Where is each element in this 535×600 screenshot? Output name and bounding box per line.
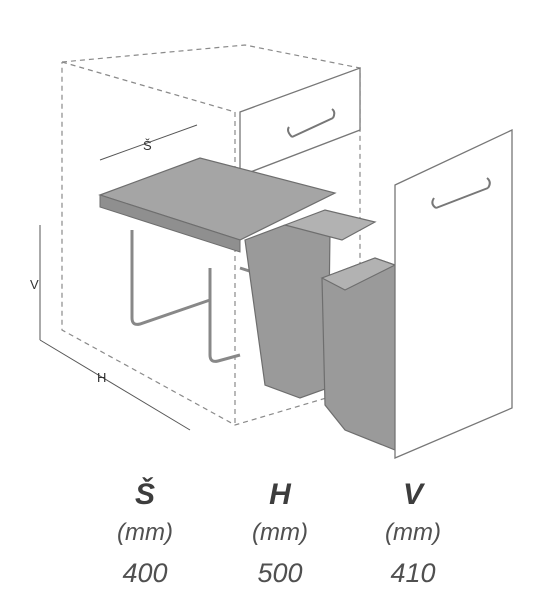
- dimension-code: Š: [134, 478, 155, 511]
- dimension-column-height: V (mm) 410: [363, 478, 463, 590]
- dimension-value: 400: [122, 558, 168, 588]
- dimension-code: V: [402, 478, 423, 511]
- waste-bins: [244, 209, 397, 451]
- dimension-unit: (mm): [252, 519, 308, 546]
- dimension-unit: (mm): [385, 519, 441, 546]
- bin-lid: [98, 157, 337, 253]
- dimension-column-width: Š (mm) 400: [95, 478, 195, 590]
- dimension-unit: (mm): [117, 519, 173, 546]
- dimension-value: 500: [257, 558, 303, 588]
- top-drawer: [239, 67, 361, 177]
- dimension-code: H: [269, 478, 291, 511]
- dimension-lines: [39, 124, 198, 431]
- dim-label-width: Š: [143, 138, 152, 153]
- dim-label-depth: H: [97, 370, 106, 385]
- dim-label-height: V: [30, 277, 39, 292]
- dimensions-table: Š (mm) 400 H (mm) 500 V (mm) 410: [0, 470, 535, 600]
- dimension-value: 410: [390, 558, 436, 588]
- pull-out-bin-diagram: Š V H: [30, 44, 513, 459]
- cabinet-door: [394, 128, 513, 459]
- dimension-column-depth: H (mm) 500: [230, 478, 330, 590]
